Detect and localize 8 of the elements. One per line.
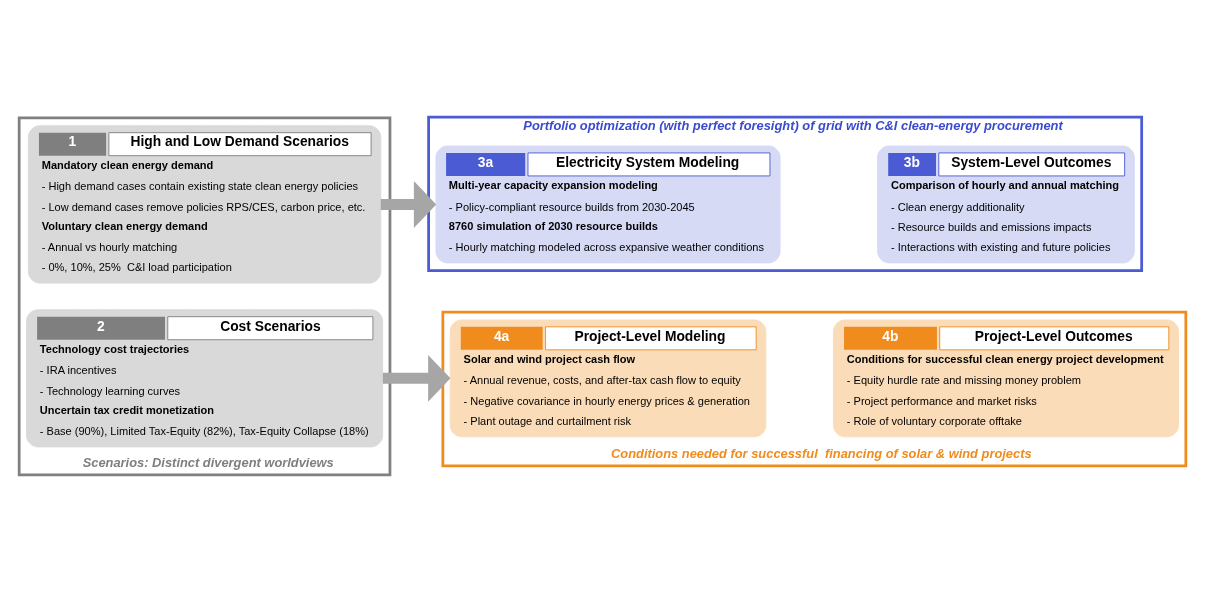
arrow	[382, 354, 451, 402]
arrow	[380, 180, 437, 228]
node-box: 2 Cost Scenarios Technology cost trajectories - IRA incentives - Technology learning curves Uncertain tax credit monetization - Base (90%), Limited Tax-Equity (82%), Tax-Equity Collapse (18%)	[26, 308, 384, 447]
node-box: 3a Electricity System Modeling Multi-year capacity expansion modeling - Policy-compliant resource builds from 2030-2045 8760 simulation of 2030 resource builds - Hourly matching modeled across expansive weather conditions	[435, 145, 781, 263]
node-box: 3b System-Level Outcomes Comparison of hourly and annual matching - Clean energy additionality - Resource builds and emissions impacts - Interactions with existing and future policies	[877, 145, 1135, 263]
node-box: 4a Project-Level Modeling Solar and wind project cash flow - Annual revenue, costs, and after-tax cash flow to equity - Negative covariance in hourly energy prices & generation - Plant outage and curtailment risk	[449, 318, 767, 437]
node-box: 1 High and Low Demand Scenarios Mandatory clean energy demand - High demand cases contain existing state clean energy policies - Low demand cases remove policies RPS/CES, carbon price, etc. Voluntary clean energy demand - Annual vs hourly matching - 0%, 10%, 25% C&I load participation	[27, 124, 382, 284]
node-box: 4b Project-Level Outcomes Conditions for successful clean energy project development - Equity hurdle rate and missing money problem - Project performance and market risks - Role of voluntary corporate offtake	[833, 318, 1179, 437]
